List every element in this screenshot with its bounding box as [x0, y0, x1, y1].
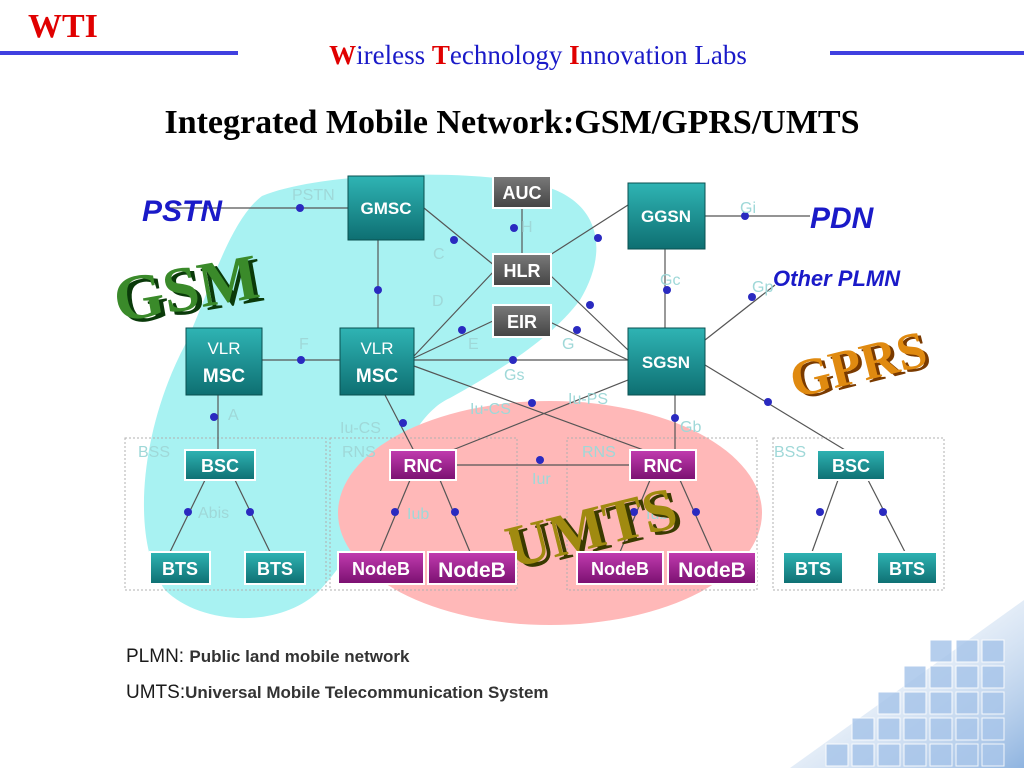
gsm-area: [143, 174, 597, 619]
iu-ps-label: Iu-PS: [568, 391, 608, 408]
gs-interface-label: Gs: [504, 367, 524, 384]
svg-text:VLR: VLR: [360, 339, 393, 358]
iub-interface-label-2: Iub: [646, 506, 668, 523]
bts-node-3[interactable]: BTS: [782, 551, 844, 585]
gp-interface-label: Gp: [752, 279, 773, 296]
hlr-node[interactable]: HLR: [492, 253, 552, 287]
nodeb-node-4[interactable]: NodeB: [667, 551, 757, 585]
svg-text:MSC: MSC: [203, 366, 246, 387]
gmsc-node[interactable]: GMSC: [347, 175, 425, 241]
svg-text:BTS: BTS: [257, 559, 293, 579]
legend-term: UMTS:: [126, 682, 186, 703]
bts-node-4[interactable]: BTS: [876, 551, 938, 585]
gc-interface-label: Gc: [660, 272, 680, 289]
e-interface-label: E: [468, 336, 479, 353]
lab-title: Wireless Technology Innovation Labs: [329, 40, 747, 70]
svg-text:GGSN: GGSN: [641, 207, 691, 226]
svg-text:AUC: AUC: [503, 183, 542, 203]
svg-text:VLR: VLR: [207, 339, 240, 358]
interface-dots: [184, 204, 887, 516]
page-title: Integrated Mobile Network:GSM/GPRS/UMTS: [164, 104, 860, 141]
bsc-node-right[interactable]: BSC: [816, 449, 886, 481]
rns-label-right: RNS: [582, 444, 616, 461]
vlr-msc-node-center[interactable]: VLR MSC: [339, 327, 415, 396]
f-interface-label: F: [299, 336, 309, 353]
pdn-label: PDN: [810, 202, 875, 235]
auc-node[interactable]: AUC: [492, 175, 552, 209]
svg-text:NodeB: NodeB: [591, 559, 649, 579]
legend-umts: UMTS:Universal Mobile Telecommunication …: [126, 682, 549, 704]
iur-interface-label: Iur: [532, 471, 551, 488]
svg-text:MSC: MSC: [356, 366, 399, 387]
svg-text:RNC: RNC: [404, 456, 443, 476]
svg-text:NodeB: NodeB: [678, 559, 746, 582]
bts-node-2[interactable]: BTS: [244, 551, 306, 585]
sgsn-node[interactable]: SGSN: [627, 327, 706, 396]
nodeb-node-1[interactable]: NodeB: [337, 551, 425, 585]
other-plmn-label: Other PLMN: [773, 266, 901, 291]
iu-cs-label-2: Iu-CS: [470, 401, 511, 418]
bss-label-right: BSS: [774, 444, 806, 461]
pstn-interface-label: PSTN: [292, 187, 335, 204]
vlr-msc-node-left[interactable]: VLR MSC: [185, 327, 263, 396]
wti-logo: WTI: [28, 8, 98, 45]
rns-label-left: RNS: [342, 444, 376, 461]
abis-interface-label: Abis: [198, 505, 229, 522]
svg-text:BTS: BTS: [162, 559, 198, 579]
ggsn-node[interactable]: GGSN: [627, 182, 706, 250]
legend-term: PLMN:: [126, 646, 190, 667]
h-interface-label: H: [521, 219, 533, 236]
group-frames: [124, 437, 945, 591]
svg-text:BSC: BSC: [201, 456, 239, 476]
svg-text:RNC: RNC: [644, 456, 683, 476]
d-interface-label: D: [432, 293, 444, 310]
bsc-node-left[interactable]: BSC: [184, 449, 256, 481]
rnc-node-right[interactable]: RNC: [629, 449, 697, 481]
nodeb-node-3[interactable]: NodeB: [576, 551, 664, 585]
gb-interface-label: Gb: [680, 419, 701, 436]
a-interface-label: A: [228, 407, 239, 424]
svg-text:NodeB: NodeB: [438, 559, 506, 582]
g-interface-label: G: [562, 336, 574, 353]
pstn-label: PSTN: [142, 195, 223, 228]
eir-node[interactable]: EIR: [492, 304, 552, 338]
rnc-node-left[interactable]: RNC: [389, 449, 457, 481]
iub-interface-label-1: Iub: [407, 506, 429, 523]
legend-plmn: PLMN: Public land mobile network: [126, 646, 409, 668]
gprs-badge: GPRS GPRS: [784, 321, 936, 412]
iu-cs-label-1: Iu-CS: [340, 420, 381, 437]
svg-text:BTS: BTS: [795, 559, 831, 579]
c-interface-label: C: [433, 246, 445, 263]
svg-text:GMSC: GMSC: [361, 199, 412, 218]
bss-label-left: BSS: [138, 444, 170, 461]
corner-cubes: [825, 639, 1005, 767]
svg-text:EIR: EIR: [507, 312, 537, 332]
gi-interface-label: Gi: [740, 200, 756, 217]
svg-text:BTS: BTS: [889, 559, 925, 579]
svg-text:HLR: HLR: [504, 261, 541, 281]
svg-text:BSC: BSC: [832, 456, 870, 476]
legend-definition: Universal Mobile Telecommunication Syste…: [185, 683, 549, 702]
legend-definition: Public land mobile network: [189, 647, 410, 666]
bts-node-1[interactable]: BTS: [149, 551, 211, 585]
svg-text:NodeB: NodeB: [352, 559, 410, 579]
nodeb-node-2[interactable]: NodeB: [427, 551, 517, 585]
svg-text:SGSN: SGSN: [642, 353, 690, 372]
